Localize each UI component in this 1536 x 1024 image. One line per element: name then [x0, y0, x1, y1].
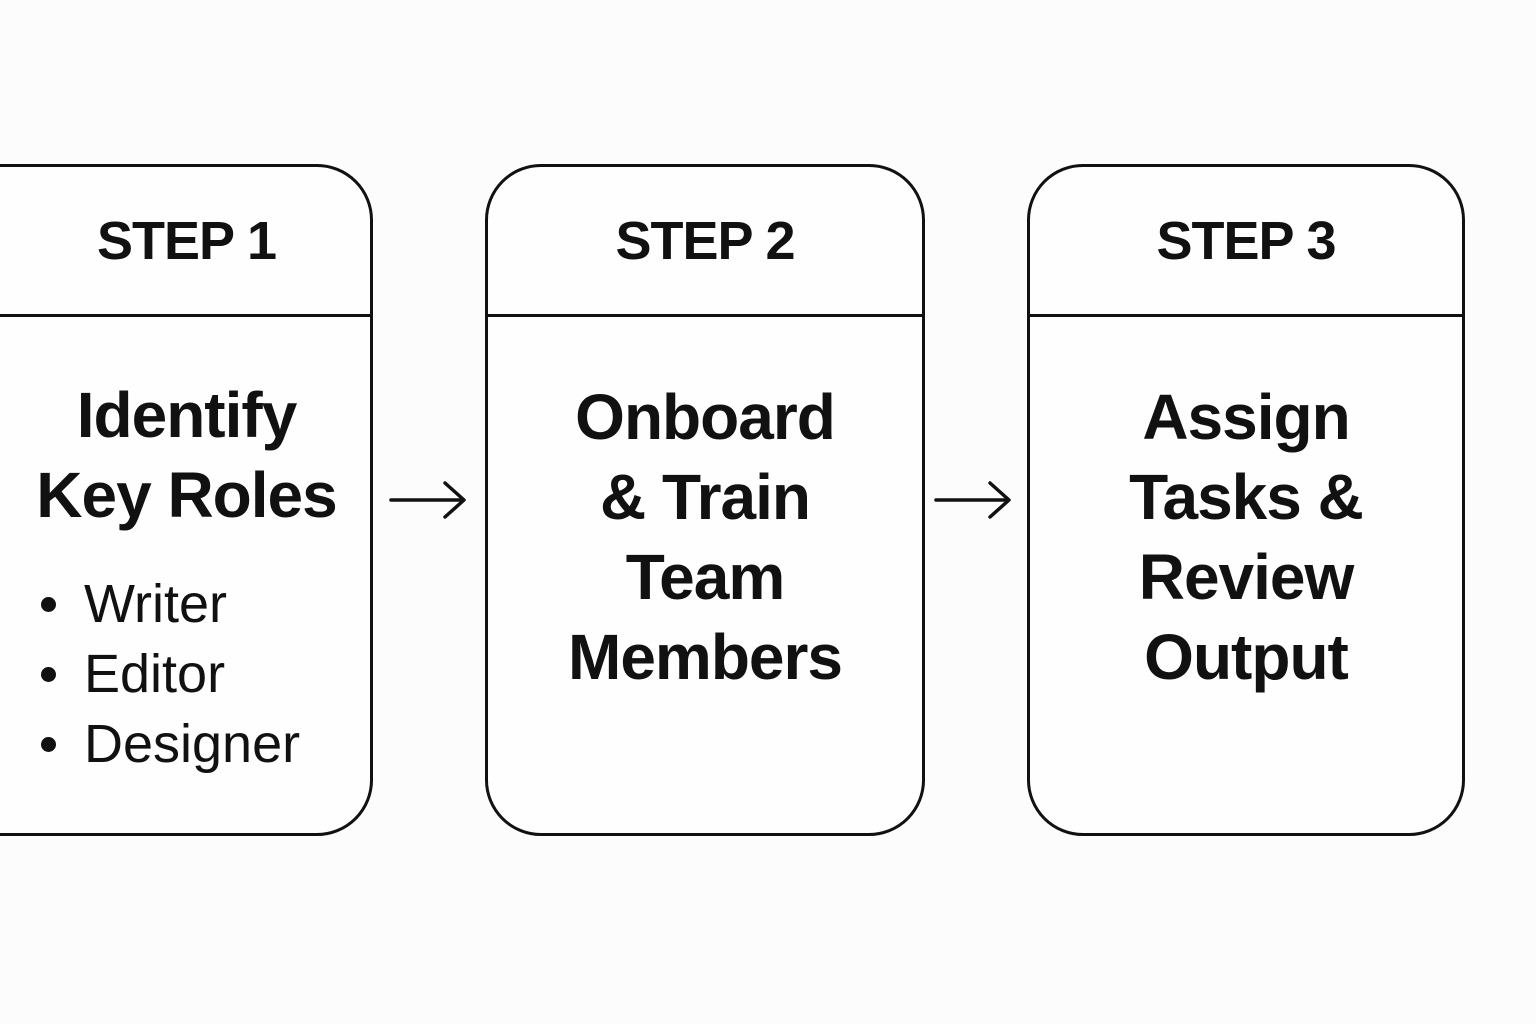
step-2-title-line: Members [568, 621, 843, 693]
step-3-title: Assign Tasks & Review Output [1030, 377, 1462, 697]
bullet-icon [41, 736, 56, 752]
role-label: Designer [84, 714, 301, 774]
role-item-designer: Designer [41, 709, 300, 779]
role-item-editor: Editor [41, 639, 300, 709]
step-2-header: STEP 2 [488, 167, 922, 317]
step-3-title-line: Assign [1142, 381, 1350, 453]
step-3-header: STEP 3 [1030, 167, 1462, 317]
step-1-box: STEP 1 Identify Key Roles Writer Editor … [0, 164, 373, 836]
step-1-header: STEP 1 [0, 167, 370, 317]
right-arrow-icon [389, 481, 466, 519]
step-2-title-line: & Train [600, 461, 811, 533]
step-3-title-line: Review [1138, 541, 1355, 613]
step-1-label: STEP 1 [96, 210, 277, 271]
step-3-title-line: Output [1144, 621, 1349, 693]
step-3-box: STEP 3 Assign Tasks & Review Output [1027, 164, 1465, 836]
role-label: Writer [84, 574, 227, 634]
step-1-title-line: Key Roles [36, 459, 337, 531]
role-item-writer: Writer [41, 569, 300, 639]
bullet-icon [41, 596, 56, 612]
step-1-title: Identify Key Roles [3, 375, 370, 535]
step-3-title-line: Tasks & [1129, 461, 1364, 533]
step-2-title: Onboard & Train Team Members [488, 377, 922, 697]
step-2-box: STEP 2 Onboard & Train Team Members [485, 164, 925, 836]
step-2-title-line: Onboard [575, 381, 836, 453]
step-2-title-line: Team [625, 541, 785, 613]
step-1-title-line: Identify [76, 379, 298, 451]
step-3-label: STEP 3 [1156, 210, 1336, 271]
bullet-icon [41, 666, 56, 682]
role-label: Editor [84, 644, 226, 704]
step-2-label: STEP 2 [615, 210, 795, 271]
right-arrow-icon [934, 481, 1011, 519]
role-list: Writer Editor Designer [41, 569, 300, 779]
